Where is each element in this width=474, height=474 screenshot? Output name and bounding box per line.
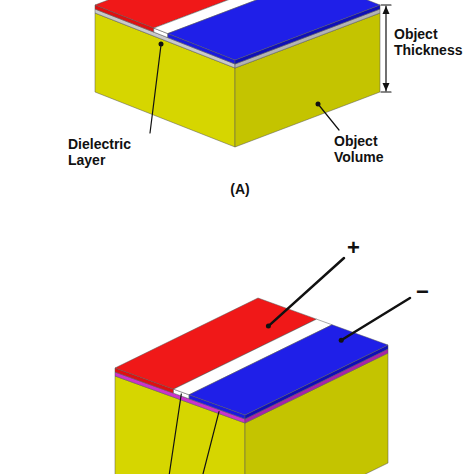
electrode-block-a (95, 0, 380, 147)
leader-dot (316, 102, 321, 107)
terminal-label: + (347, 236, 371, 260)
negative-electrode (168, 0, 380, 60)
part-label: Dielectric Layer (68, 136, 146, 168)
leader-dot (159, 42, 164, 47)
negative-electrode (189, 325, 388, 415)
wire-contact (339, 338, 344, 343)
arrowhead (383, 83, 390, 91)
leader-line (169, 394, 181, 474)
leader-line (318, 104, 339, 130)
figure-label: (A) (220, 181, 260, 197)
terminal-label: − (416, 280, 440, 304)
electrode-block-b (115, 298, 388, 474)
dimension-label: Object Thickness (394, 26, 470, 58)
leader-line (150, 45, 161, 133)
dimension-line (385, 6, 386, 91)
wire-contact (266, 324, 271, 329)
wire (341, 298, 410, 340)
arrowhead (383, 6, 390, 14)
dimension-tick (381, 4, 391, 5)
leader-line (203, 412, 219, 474)
dimension-tick (381, 91, 391, 92)
part-label: Object Volume (334, 133, 398, 165)
wire (268, 258, 344, 326)
